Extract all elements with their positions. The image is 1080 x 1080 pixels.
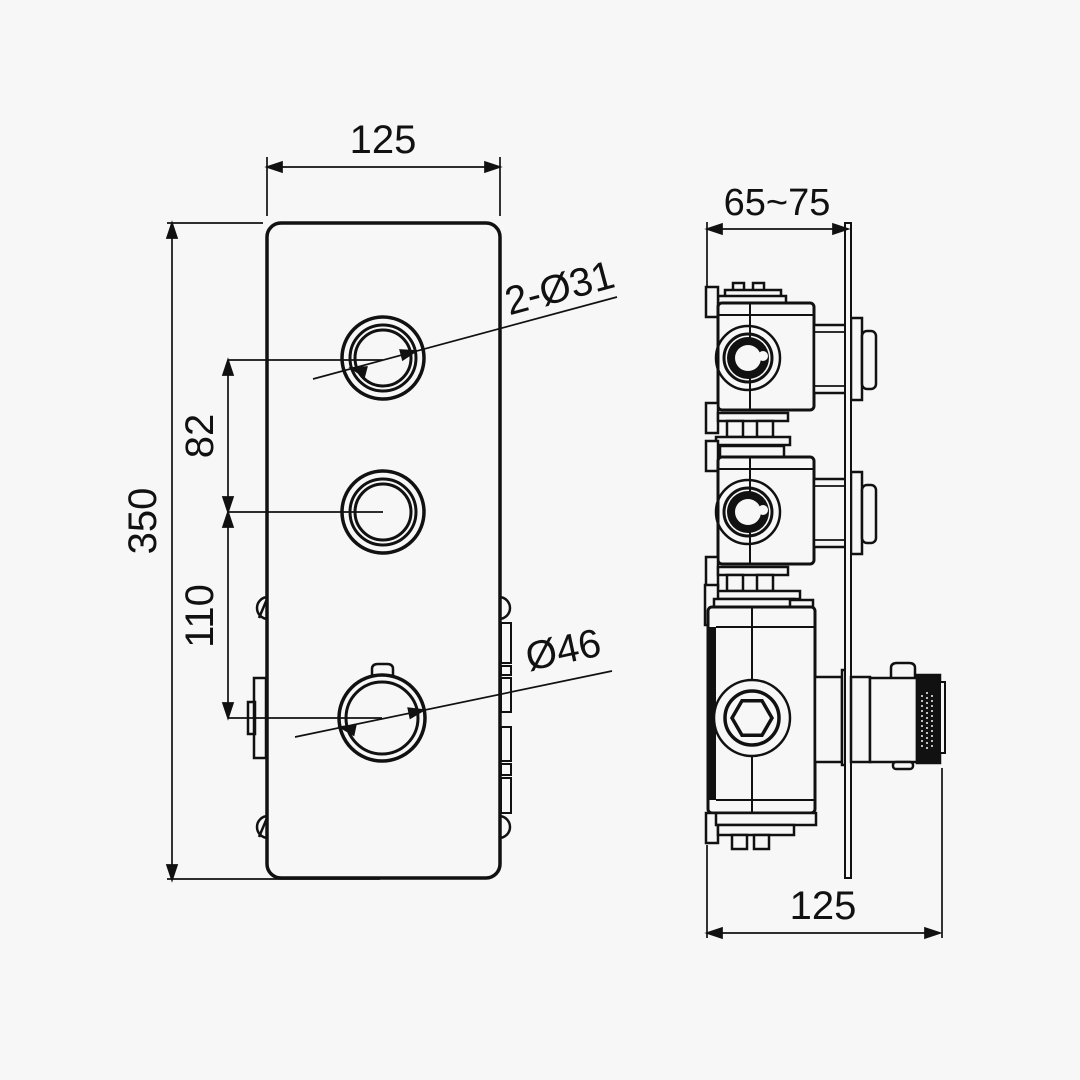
dim-spacing-lower-label: 110 bbox=[178, 584, 222, 648]
dim-hole-spacing bbox=[222, 359, 383, 719]
hex-socket-icon bbox=[729, 698, 775, 738]
dim-holes-label: 2-Ø31 bbox=[500, 253, 619, 324]
front-view bbox=[246, 221, 512, 880]
face-plate bbox=[265, 221, 502, 880]
dim-side-width bbox=[706, 768, 943, 939]
leader-hole-diameter bbox=[312, 296, 618, 380]
cover-plate-edge bbox=[844, 222, 852, 879]
dim-side-width-label: 125 bbox=[790, 884, 857, 928]
connector-block bbox=[714, 411, 792, 459]
connector-block bbox=[703, 565, 815, 627]
dim-front-width-label: 125 bbox=[350, 118, 417, 162]
dim-front-height bbox=[166, 222, 380, 881]
middle-valve-unit bbox=[704, 439, 878, 589]
thermostat-unit bbox=[704, 605, 852, 851]
leader-knob-diameter bbox=[294, 670, 613, 738]
upper-knob bbox=[340, 315, 426, 401]
side-view bbox=[703, 222, 946, 938]
dim-depth-label: 65~75 bbox=[724, 182, 831, 224]
front-dimensions bbox=[166, 157, 618, 881]
dim-front-height-label: 350 bbox=[121, 488, 165, 555]
temperature-handle bbox=[849, 661, 946, 771]
handle-tab bbox=[889, 661, 917, 678]
dim-knob-diameter-label: Ø46 bbox=[522, 621, 605, 680]
dim-front-width bbox=[266, 157, 501, 216]
dim-depth bbox=[706, 223, 849, 235]
upper-valve-unit bbox=[704, 281, 878, 435]
side-dimensions bbox=[706, 223, 943, 939]
dim-spacing-upper-label: 82 bbox=[178, 414, 222, 459]
knurled-grip bbox=[915, 673, 942, 765]
hidden-body-edge bbox=[500, 622, 512, 814]
